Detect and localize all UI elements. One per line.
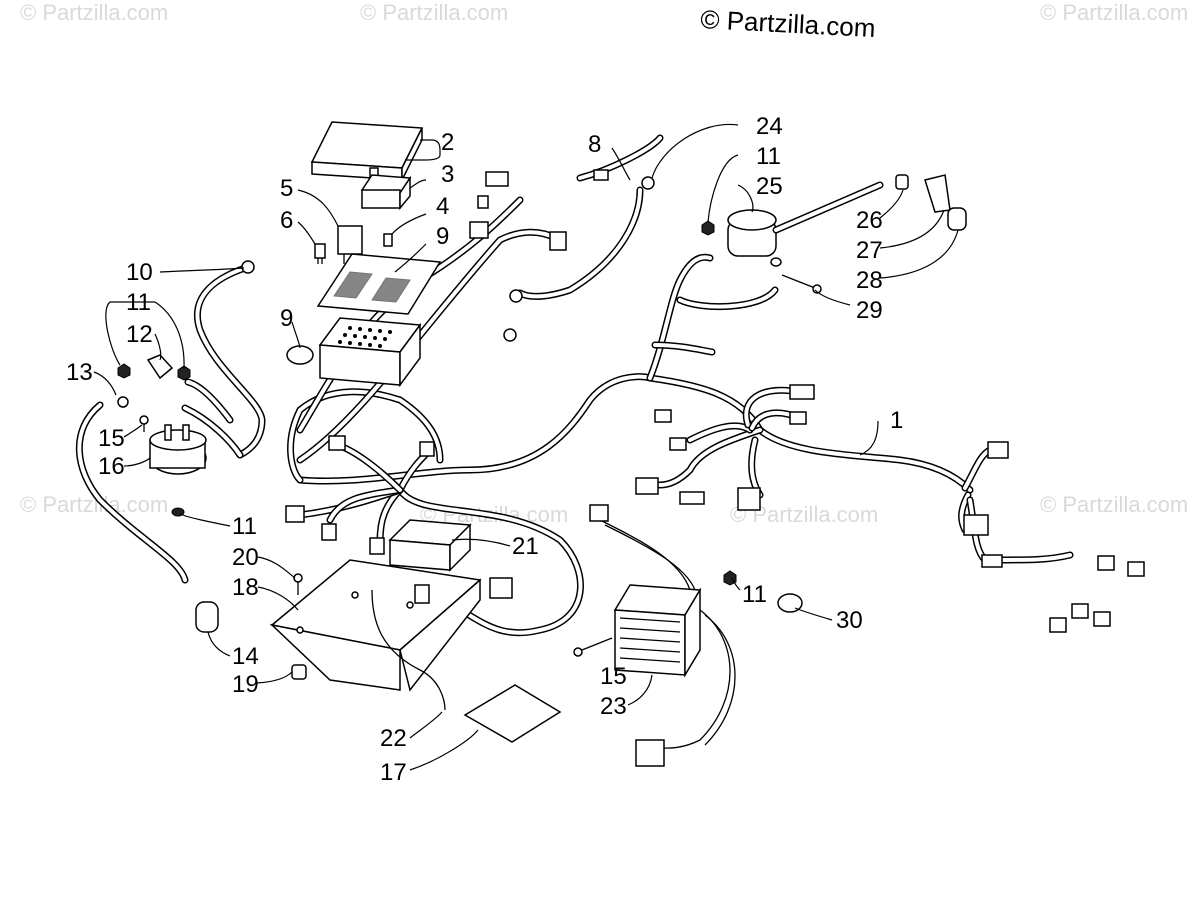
callout-27: 27: [856, 237, 883, 264]
fuse-label-sheet: [316, 253, 442, 315]
callout-14: 14: [232, 643, 259, 670]
callout-28: 28: [856, 267, 883, 294]
ground-cable: [503, 134, 664, 342]
watermark-main: © Partzilla.com: [700, 4, 877, 43]
connectors-misc: [285, 384, 1145, 633]
callout-3: 3: [441, 161, 454, 188]
connectors-top: [469, 169, 609, 251]
watermark-top-right: © Partzilla.com: [1040, 0, 1188, 25]
sensor-lead: [371, 589, 446, 711]
blade-fuse: [314, 243, 326, 264]
callout-16: 16: [98, 453, 125, 480]
starter-cable: [181, 378, 244, 459]
watermark-top-center: © Partzilla.com: [360, 0, 508, 25]
callout-25: 25: [756, 173, 783, 200]
spark-plug-cap: [895, 174, 967, 231]
callout-26: 26: [856, 207, 883, 234]
callout-8: 8: [588, 131, 601, 158]
warning-decal: [463, 684, 562, 743]
coil-screw: [770, 257, 822, 294]
cdi-module: [388, 519, 472, 572]
callout-11-coil: 11: [756, 143, 781, 170]
battery-cable-positive: [193, 260, 266, 459]
callout-6: 6: [280, 207, 293, 234]
voltage-regulator: [613, 584, 702, 678]
callout-30: 30: [836, 607, 863, 634]
callout-11-regulator: 11: [742, 581, 767, 608]
fuse-block: [318, 317, 422, 388]
screw-15-left: [139, 415, 149, 432]
regulator-wires: [589, 504, 736, 767]
callout-19: 19: [232, 671, 259, 698]
callout-15-regulator: 15: [600, 663, 627, 690]
ignition-coil: [701, 181, 884, 257]
callout-11-lower: 11: [232, 513, 257, 540]
leader-lines: [93, 123, 959, 771]
ring-clamp-right: [777, 593, 803, 613]
relay-large: [360, 174, 412, 211]
callout-1: 1: [890, 407, 903, 434]
nut-11-left: [117, 363, 131, 379]
fuse-box-cover: [310, 121, 424, 181]
starter-solenoid: [149, 424, 207, 475]
battery-cable-negative: [75, 396, 219, 633]
terminal-boot: [146, 354, 174, 380]
callout-22: 22: [380, 725, 407, 752]
watermark-mid-right: © Partzilla.com: [1040, 492, 1188, 517]
watermark-top-left: © Partzilla.com: [20, 0, 168, 25]
callout-15-left: 15: [98, 425, 125, 452]
callout-11-left: 11: [126, 289, 151, 316]
callout-9: 9: [280, 305, 293, 332]
callout-18: 18: [232, 574, 259, 601]
callout-21: 21: [512, 533, 539, 560]
screw-15-regulator: [573, 637, 613, 657]
callout-10: 10: [126, 259, 153, 286]
screw-20: [293, 573, 303, 595]
callout-24: 24: [756, 113, 783, 140]
grommet-19: [291, 664, 307, 680]
ring-clamp-left: [286, 345, 314, 365]
callout-7: 9: [436, 223, 449, 250]
callout-29: 29: [856, 297, 883, 324]
callout-5: 5: [280, 175, 293, 202]
callout-23: 23: [600, 693, 627, 720]
nut-11-upper: [177, 365, 191, 381]
nut-11-regulator: [723, 570, 737, 586]
callout-12: 12: [126, 321, 153, 348]
callout-4-upper: 4: [436, 193, 449, 220]
callout-20: 20: [232, 544, 259, 571]
callout-13: 13: [66, 359, 93, 386]
electrical-mounting-plate: [269, 559, 482, 692]
callout-2: 2: [441, 129, 454, 156]
mini-fuse: [383, 233, 393, 247]
callout-17: 17: [380, 759, 407, 786]
